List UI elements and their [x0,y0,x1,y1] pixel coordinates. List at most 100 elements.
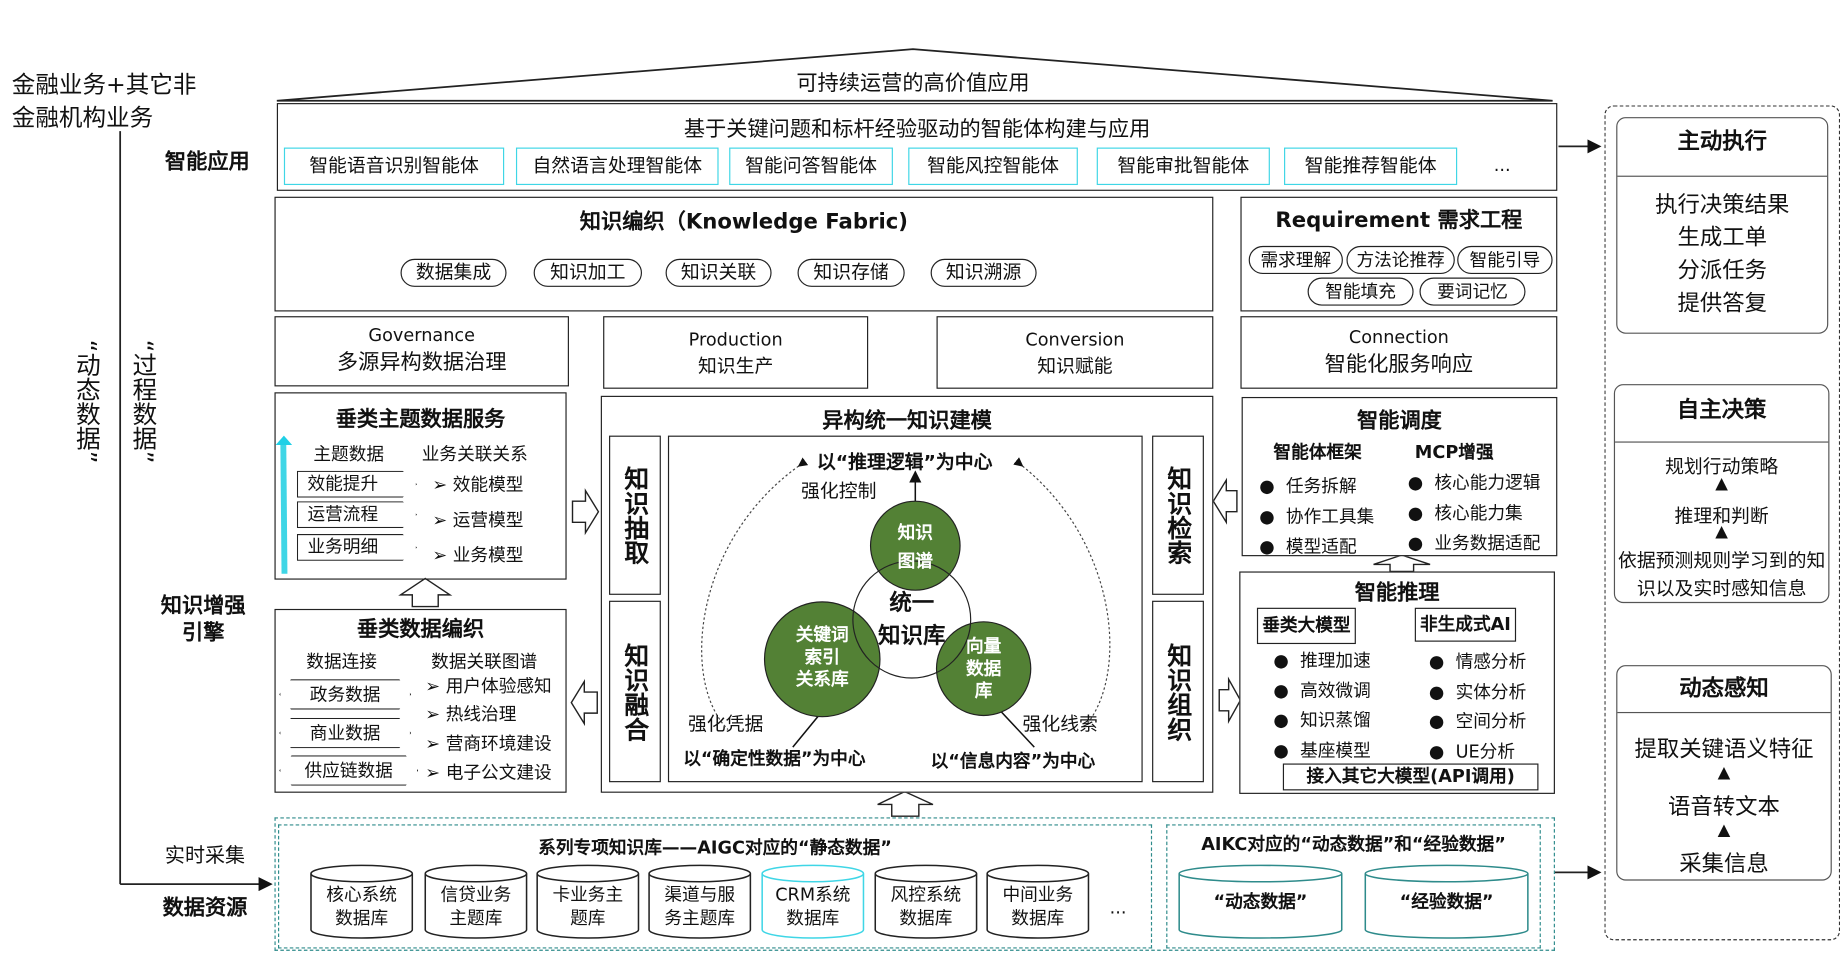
database-cylinder: 卡业务主 题库 [536,864,640,939]
database-label: 渠道与服 务主题库 [664,884,736,929]
reasoning-title: 智能推理 [1354,580,1440,606]
theme-model: 效能模型 [452,474,524,496]
database-label: CRM系统 数据库 [775,884,851,929]
dispatch-item: 核心能力集 [1434,502,1523,524]
agents-more: ... [1493,154,1511,176]
card-title: 主动执行 [1617,118,1828,177]
stage-en: Connection [1348,326,1449,348]
vertical-data-weave: 垂类数据编织 数据连接 数据关联图谱 [274,608,567,793]
venn-diagram [701,457,1111,748]
database-label: “经验数据” [1399,891,1494,913]
left-sub-label: 强化凭据 [687,713,764,736]
theme-col2: 业务关联关系 [421,443,528,465]
dispatch-item: 协作工具集 [1285,505,1375,527]
database-label: 中间业务 数据库 [1002,884,1074,929]
stage-en: Conversion [1025,329,1125,351]
card-item: 采集信息 [1679,851,1769,878]
weave-col1: 数据连接 [306,651,377,673]
reasoning-item: UE分析 [1455,741,1516,763]
database-cylinder: 风控系统 数据库 [874,864,978,939]
top-sub-label: 强化控制 [801,480,877,503]
stage-zh: 知识赋能 [1037,354,1113,378]
card-title: 自主决策 [1615,385,1829,443]
kg-label: 知识 图谱 [897,522,933,572]
col-label: 知识融合 [621,642,650,741]
hollow-arrows [398,477,1431,817]
card-item: 分派任务 [1677,257,1767,284]
database-label: 信贷业务 主题库 [440,884,512,929]
dynamic-knowledge-bases: AIKC对应的“动态数据”和“经验数据” [1166,824,1541,949]
database-label: “动态数据” [1213,891,1308,913]
smart-reasoning: 智能推理 垂类大模型 非生成式AI ● 推理加速 ● 高效微调 ● 知识蒸馏 ●… [1239,571,1555,794]
dynamic-perception-card: 动态感知 提取关键语义特征 ▲ 语音转文本 ▲ 采集信息 [1616,665,1832,881]
fabric-pill: 知识关联 [665,258,772,287]
vector-label: 向量 数据 库 [965,635,1002,702]
reasoning-h1: 垂类大模型 [1256,607,1356,645]
agent-chip: 智能审批智能体 [1096,147,1270,186]
modeling-title: 异构统一知识建模 [822,408,992,434]
weave-item: 热线治理 [445,703,517,725]
weave-item: 电子公文建设 [445,762,552,784]
card-item: 依据预测规则学习到的知识以及实时感知信息 [1617,549,1826,600]
reasoning-item: 基座模型 [1300,740,1371,762]
knowledge-base-diagram: 以“推理逻辑”为中心 强化控制 知识 图谱 统一 知识库 关键词 索引 关系库 … [667,435,1143,783]
dispatch-title: 智能调度 [1357,408,1442,434]
dispatch-h2: MCP增强 [1414,441,1494,463]
engine-label: 知识增强 引擎 [160,593,246,646]
data-source-hex: 商业数据 [279,717,412,749]
dispatch-item: 业务数据适配 [1434,532,1541,554]
right-sub-label: 强化线索 [1022,713,1098,736]
roof-shape [276,48,1553,102]
card-title: 动态感知 [1617,666,1831,714]
vector-node [935,621,1032,717]
database-cylinder: 核心系统 数据库 [310,864,414,939]
reasoning-item: 知识蒸馏 [1300,709,1371,731]
knowledge-fabric: 知识编织（Knowledge Fabric) [274,196,1214,312]
reasoning-item: 实体分析 [1455,681,1527,703]
agent-chip: 智能推荐智能体 [1284,147,1458,186]
static-kb-title: 系列专项知识库——AIGC对应的“静态数据” [538,837,892,859]
database-cylinder: “经验数据” [1364,864,1529,939]
requirement-pill: 智能引导 [1457,245,1553,275]
requirement-pill: 方法论推荐 [1346,245,1455,275]
right-center-label: 以“信息内容”为中心 [930,750,1096,772]
col-label: 知识检索 [1164,466,1193,565]
static-kb-more: ... [1109,896,1127,919]
agent-chip: 智能风控智能体 [908,147,1078,186]
requirement-pill: 智能填充 [1307,277,1414,306]
weave-col2: 数据关联图谱 [431,651,538,673]
stage-zh: 智能化服务响应 [1324,352,1474,378]
weave-title: 垂类数据编织 [356,617,485,642]
card-item: 规划行动策略 [1665,455,1779,478]
stage-en: Governance [368,324,476,346]
process-data-label: “过程数据” [129,339,158,464]
requirement-pill: 要词记忆 [1419,277,1526,306]
card-item: 生成工单 [1677,224,1767,251]
card-item: 推理和判断 [1674,504,1769,527]
smart-dispatch: 智能调度 智能体框架 MCP增强 ● 任务拆解 ● 协作工具集 ● 模型适配 ●… [1241,396,1558,557]
kg-node [869,500,961,591]
core-label: 统一 知识库 [878,590,946,649]
left-center-label: 以“确定性数据”为中心 [683,748,866,770]
theme-tag: 效能提升 [296,470,418,498]
col-label: 知识组织 [1164,642,1193,741]
dispatch-item: 任务拆解 [1285,475,1357,497]
stage-governance: Governance 多源异构数据治理 [274,316,569,387]
fabric-pill: 知识加工 [533,258,643,287]
dynamic-data-label: “动态数据” [73,339,102,464]
database-label: 风控系统 数据库 [890,884,962,929]
knowledge-organization: 知识组织 [1152,600,1204,783]
stage-production: Production 知识生产 [603,316,869,389]
card-item: 提取关键语义特征 [1634,736,1814,763]
dispatch-h1: 智能体框架 [1273,441,1362,463]
roof-title: 可持续运营的高价值应用 [796,71,1030,97]
knowledge-extraction: 知识抽取 [609,435,661,595]
keyword-node [763,601,881,718]
knowledge-fusion: 知识融合 [609,600,661,783]
smart-app-label: 智能应用 [164,149,250,175]
card-item: 提供答复 [1677,290,1767,317]
active-execution-card: 主动执行 执行决策结果 生成工单 分派任务 提供答复 [1616,117,1829,334]
database-cylinder: 信贷业务 主题库 [424,864,528,939]
